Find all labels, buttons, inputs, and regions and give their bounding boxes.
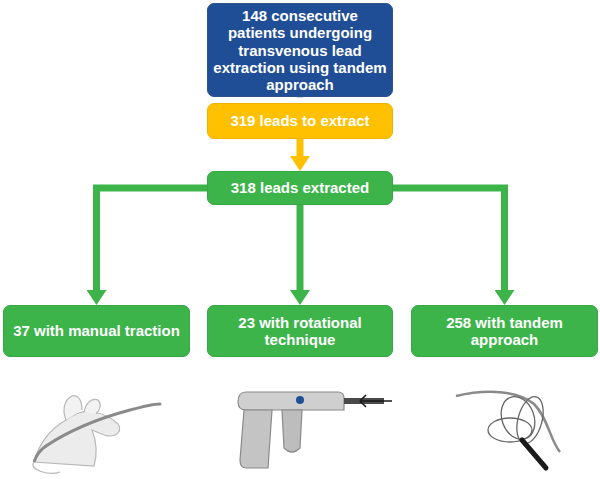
flow-arrow [297, 205, 304, 290]
process-box: 148 consecutive patients undergoing tran… [207, 3, 393, 97]
rotational-tool-illustration [238, 392, 392, 468]
flow-arrow [297, 139, 304, 156]
flow-arrow [393, 188, 505, 290]
process-box: 23 with rotational technique [207, 305, 393, 357]
flow-arrow [97, 188, 208, 290]
process-box: 258 with tandem approach [411, 305, 598, 357]
process-box: 37 with manual traction [3, 305, 190, 357]
node-text: 148 consecutive patients undergoing tran… [212, 7, 388, 93]
node-text: 318 leads extracted [231, 179, 369, 196]
process-box: 318 leads extracted [207, 171, 393, 205]
node-text: 258 with tandem approach [416, 314, 593, 349]
snare-illustration [456, 392, 560, 468]
node-text: 319 leads to extract [230, 112, 369, 129]
process-box: 319 leads to extract [207, 103, 393, 139]
node-text: 23 with rotational technique [212, 314, 388, 349]
node-text: 37 with manual traction [13, 322, 180, 339]
gloved-hand-illustration [33, 396, 160, 474]
